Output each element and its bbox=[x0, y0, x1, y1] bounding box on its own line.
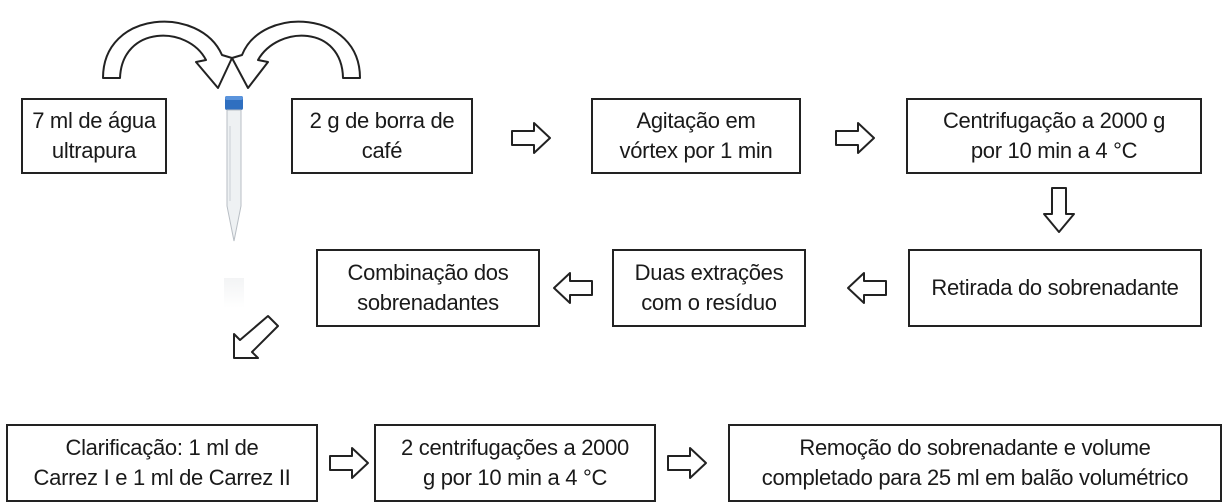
step-centrifuge-1: Centrifugação a 2000 g por 10 min a 4 °C bbox=[906, 98, 1202, 174]
step-combination: Combinação dos sobrenadantes bbox=[316, 249, 540, 327]
tube-reflection bbox=[224, 278, 244, 308]
arrow-right-icon bbox=[667, 447, 707, 479]
arrow-right-icon bbox=[835, 122, 875, 154]
arrow-left-icon bbox=[553, 272, 593, 304]
arrow-down-icon bbox=[1043, 187, 1075, 233]
step-clarification: Clarificação: 1 ml de Carrez I e 1 ml de… bbox=[6, 424, 318, 502]
step-coffee: 2 g de borra de café bbox=[291, 98, 473, 174]
arrow-left-icon bbox=[847, 272, 887, 304]
centrifuge-tube-icon bbox=[225, 96, 243, 242]
arrow-right-icon bbox=[511, 122, 551, 154]
arrow-right-icon bbox=[329, 447, 369, 479]
step-vortex: Agitação em vórtex por 1 min bbox=[591, 98, 801, 174]
step-supernatant: Retirada do sobrenadante bbox=[908, 249, 1202, 327]
step-extractions: Duas extrações com o resíduo bbox=[612, 249, 806, 327]
step-removal: Remoção do sobrenadante e volume complet… bbox=[728, 424, 1222, 502]
step-centrifuge-2: 2 centrifugações a 2000 g por 10 min a 4… bbox=[374, 424, 656, 502]
step-water: 7 ml de água ultrapura bbox=[21, 98, 167, 174]
arrow-diagonal-icon bbox=[233, 315, 279, 359]
